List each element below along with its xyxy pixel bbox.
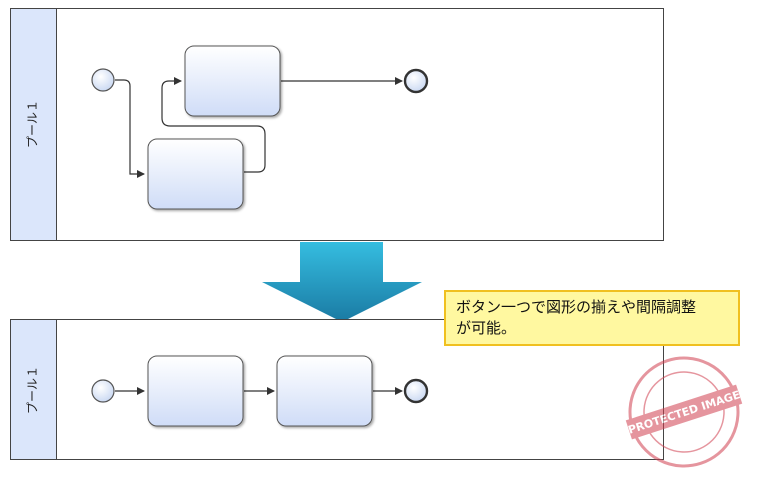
pool-bottom-label: プール１ xyxy=(26,366,40,414)
callout-line-1: ボタン一つで図形の揃えや間隔調整 xyxy=(456,298,697,316)
pool-top[interactable]: プール１ xyxy=(10,8,664,241)
transform-arrow xyxy=(262,242,422,322)
pool-bottom[interactable]: プール１ xyxy=(10,319,664,460)
end-event[interactable] xyxy=(403,378,429,404)
task[interactable] xyxy=(147,138,244,210)
pool-bottom-header[interactable] xyxy=(10,319,57,460)
end-event[interactable] xyxy=(403,68,429,94)
stamp-banner xyxy=(625,384,743,440)
sequence-flow[interactable] xyxy=(115,79,145,178)
pool-top-border xyxy=(10,8,664,241)
task[interactable] xyxy=(147,355,244,427)
task[interactable] xyxy=(184,45,281,117)
info-callout: ボタン一つで図形の揃えや間隔調整 が可能。 xyxy=(444,290,740,346)
callout-line-2: が可能。 xyxy=(456,319,517,337)
sequence-flow[interactable] xyxy=(161,77,266,173)
start-event[interactable] xyxy=(91,379,115,403)
start-event[interactable] xyxy=(91,68,115,92)
pool-top-label: プール１ xyxy=(26,100,40,148)
pool-top-header[interactable] xyxy=(10,8,57,241)
task[interactable] xyxy=(276,355,373,427)
